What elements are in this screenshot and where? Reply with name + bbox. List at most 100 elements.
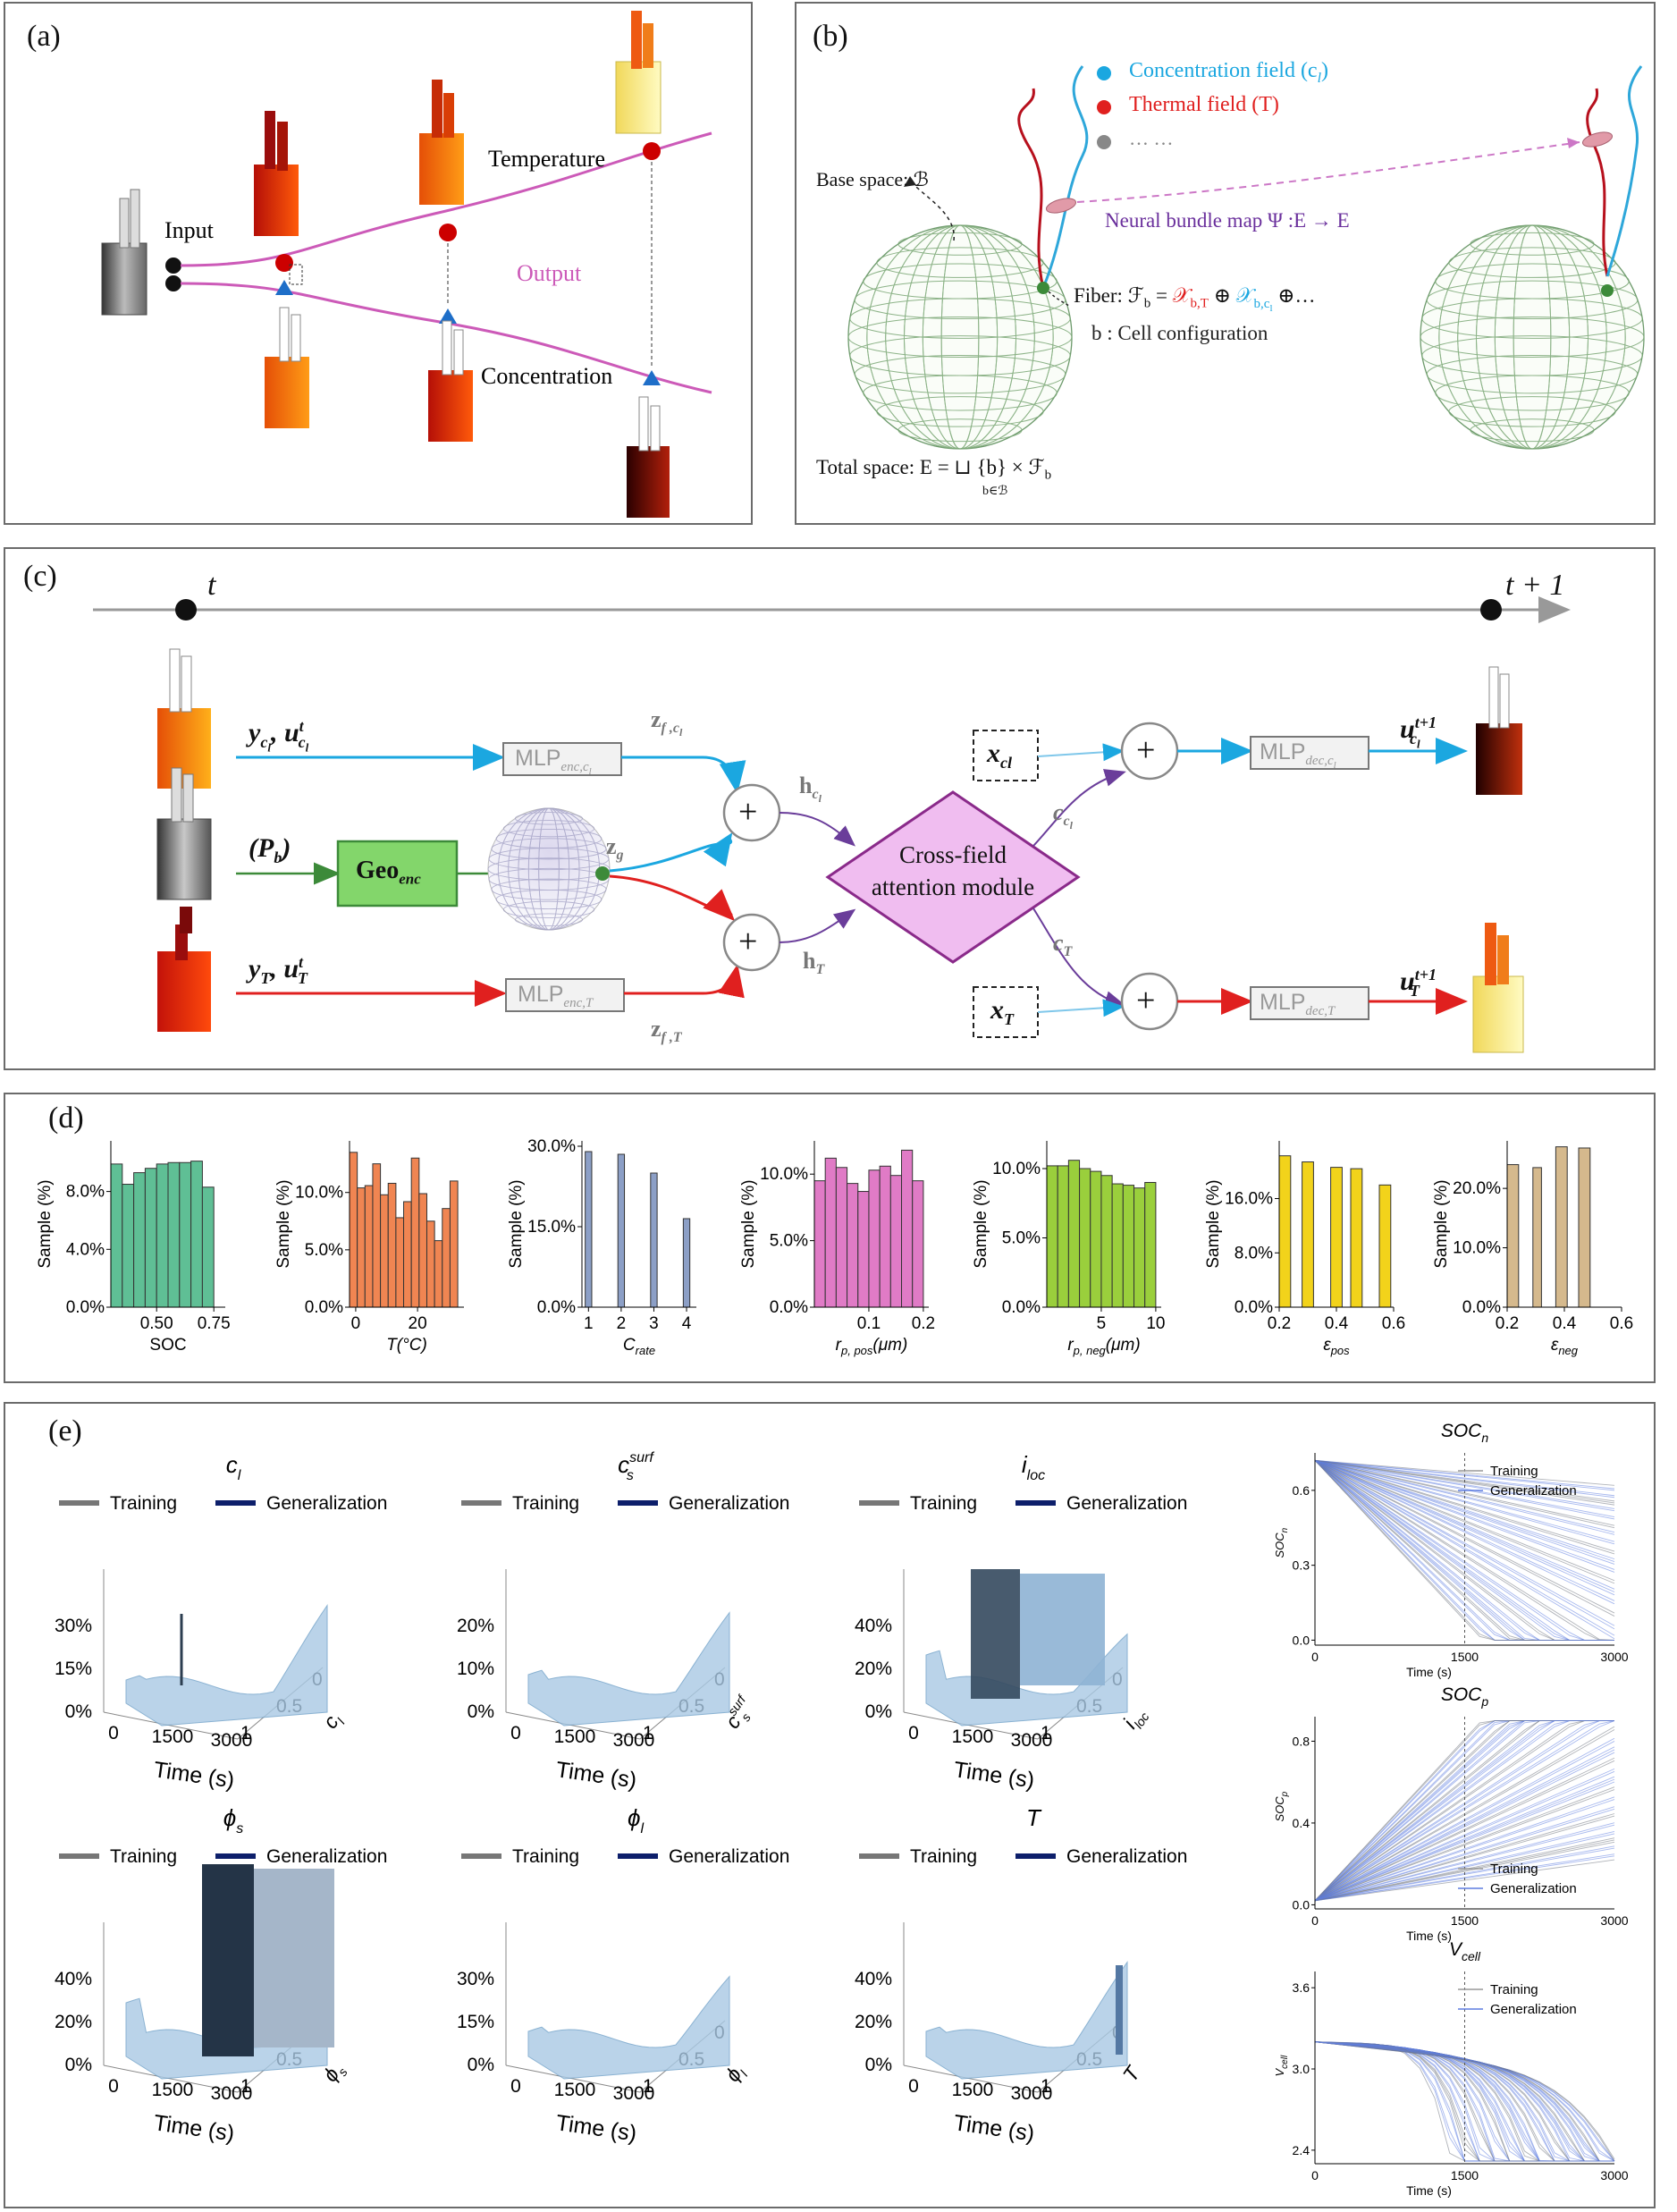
hist-bar bbox=[847, 1183, 859, 1308]
surface-ytick: 30% bbox=[457, 1969, 494, 1989]
line-xlabel: Time (s) bbox=[1406, 2183, 1452, 2198]
surface-xlabel: Time (s) bbox=[152, 1757, 236, 1793]
surface-ytick: 15% bbox=[55, 1659, 92, 1679]
cross-field-attention-diamond bbox=[825, 790, 1081, 964]
hist-bar bbox=[410, 1157, 420, 1308]
hist-ytick-label: 5.0% bbox=[1002, 1229, 1041, 1248]
surface-ytick: 0% bbox=[468, 1701, 494, 1722]
hist-bar bbox=[889, 1175, 903, 1308]
surface-xtick: 0 bbox=[908, 1723, 919, 1743]
legend-training-text: Training bbox=[910, 1493, 977, 1514]
z-f-cl-label: zf ,cl bbox=[651, 706, 683, 739]
output-thermal-cell-icon bbox=[1472, 923, 1524, 1053]
input-pb-label: (Pb) bbox=[249, 833, 291, 866]
hist-bar bbox=[133, 1172, 146, 1308]
mlp-enc-T-box bbox=[505, 978, 625, 1012]
x-T-label: xT bbox=[990, 995, 1014, 1028]
hist-bar bbox=[650, 1172, 658, 1308]
geo-enc-box bbox=[336, 840, 459, 908]
h-cl-label: hcl bbox=[799, 773, 822, 806]
hist-bar bbox=[1378, 1184, 1392, 1308]
hist-xtick-label: 0.2 bbox=[1496, 1314, 1519, 1333]
concentration-cell-2-icon bbox=[428, 320, 473, 442]
panel-a-input-label: Input bbox=[164, 217, 215, 243]
hist-bar bbox=[835, 1167, 848, 1308]
legend-generalization-text: Generalization bbox=[669, 1846, 789, 1867]
hist-bar bbox=[1122, 1185, 1135, 1308]
hist-xtick-label: 0.1 bbox=[857, 1314, 881, 1333]
z-g-label: zg bbox=[606, 833, 624, 864]
surface-xtick: 3000 bbox=[211, 1730, 253, 1751]
concentration-cell-3-icon bbox=[627, 396, 670, 518]
hist-xtick-label: 4 bbox=[682, 1314, 692, 1333]
hist-ytick-label: 0.0% bbox=[1002, 1298, 1041, 1317]
hist-bar bbox=[372, 1163, 382, 1308]
hist-xtick-label: 10 bbox=[1146, 1314, 1165, 1333]
legend-generalization-text: Generalization bbox=[1066, 1493, 1187, 1514]
surface-xtick: 1500 bbox=[554, 2080, 596, 2100]
panel-e-label: (e) bbox=[48, 1414, 82, 1448]
hist-bar bbox=[813, 1180, 826, 1308]
hist-bar bbox=[585, 1151, 593, 1308]
hist-bar bbox=[349, 1152, 358, 1308]
hist-xlabel: T(°C) bbox=[386, 1336, 427, 1355]
legend-concentration-field: Concentration field (cl) bbox=[1129, 59, 1329, 86]
panel-b-label: (b) bbox=[813, 20, 848, 53]
temperature-cell-3-icon bbox=[615, 11, 662, 134]
hist-xtick-label: 2 bbox=[617, 1314, 627, 1333]
legend-training-text: Training bbox=[512, 1846, 579, 1867]
hist-bar bbox=[364, 1185, 374, 1308]
hist-bar bbox=[1067, 1160, 1081, 1308]
line-ytick: 3.0 bbox=[1293, 2062, 1310, 2076]
hist-ytick-label: 16.0% bbox=[1225, 1190, 1273, 1209]
mlp-dec-cl-box bbox=[1250, 736, 1369, 770]
output-cl-label: ut+1cl bbox=[1400, 713, 1437, 751]
surface-plot-title: iloc bbox=[1022, 1451, 1045, 1483]
mlp-enc-T-label: MLPenc,T bbox=[518, 982, 594, 1010]
hist-ylabel: Sample (%) bbox=[972, 1179, 990, 1268]
surface-xtick: 1500 bbox=[952, 2080, 994, 2100]
line-plot-title: SOCn bbox=[1441, 1421, 1489, 1445]
input-cell-icon bbox=[101, 189, 147, 316]
output-concentration-cell-icon bbox=[1476, 666, 1522, 795]
hist-xtick-label: 0.2 bbox=[1268, 1314, 1291, 1333]
concentration-curve bbox=[180, 282, 712, 394]
hist-xtick-label: 0.4 bbox=[1325, 1314, 1349, 1333]
surface-ztick: 1 bbox=[240, 2076, 251, 2097]
surface-plot-title: ϕs bbox=[223, 1804, 243, 1836]
panel-b: (b) Concentration field (cl) bbox=[795, 2, 1656, 525]
temperature-curve bbox=[180, 131, 712, 267]
legend-training-text: Training bbox=[110, 1493, 177, 1514]
hist-xtick-label: 0.4 bbox=[1553, 1314, 1577, 1333]
surface-ztick: 1 bbox=[643, 2076, 653, 2097]
surface-xlabel: Time (s) bbox=[554, 2110, 638, 2146]
hist-bar bbox=[1046, 1165, 1058, 1308]
hist-bar bbox=[1100, 1175, 1113, 1308]
mlp-dec-T-box bbox=[1250, 986, 1369, 1020]
surface-xtick: 3000 bbox=[613, 2083, 655, 2104]
panel-a-output-label: Output bbox=[517, 260, 582, 286]
hist-xtick-label: 20 bbox=[409, 1314, 427, 1333]
line-legend-generalization: Generalization bbox=[1490, 2002, 1577, 2017]
hist-ytick-label: 20.0% bbox=[1453, 1179, 1501, 1198]
line-ytick: 3.6 bbox=[1293, 1980, 1310, 1995]
hist-bar bbox=[824, 1157, 837, 1308]
hist-ylabel: Sample (%) bbox=[1432, 1179, 1451, 1268]
plus-cl-text: + bbox=[738, 793, 758, 831]
hist-ytick-label: 0.0% bbox=[1462, 1298, 1501, 1317]
hist-bar bbox=[380, 1194, 389, 1308]
surface-plot-title: ϕl bbox=[628, 1804, 644, 1836]
surface-ztick: 1 bbox=[1041, 1723, 1051, 1743]
input-thermal-cell-icon bbox=[157, 907, 211, 1032]
surface-ytick: 0% bbox=[468, 2055, 494, 2075]
hist-bar bbox=[179, 1161, 192, 1308]
hist-bar bbox=[395, 1217, 405, 1308]
hist-ylabel: Sample (%) bbox=[36, 1179, 55, 1268]
surface-ytick: 20% bbox=[855, 2012, 892, 2032]
hist-xtick-label: 0.6 bbox=[1610, 1314, 1633, 1333]
hist-bar bbox=[387, 1182, 397, 1308]
line-xtick: 3000 bbox=[1600, 1650, 1628, 1664]
